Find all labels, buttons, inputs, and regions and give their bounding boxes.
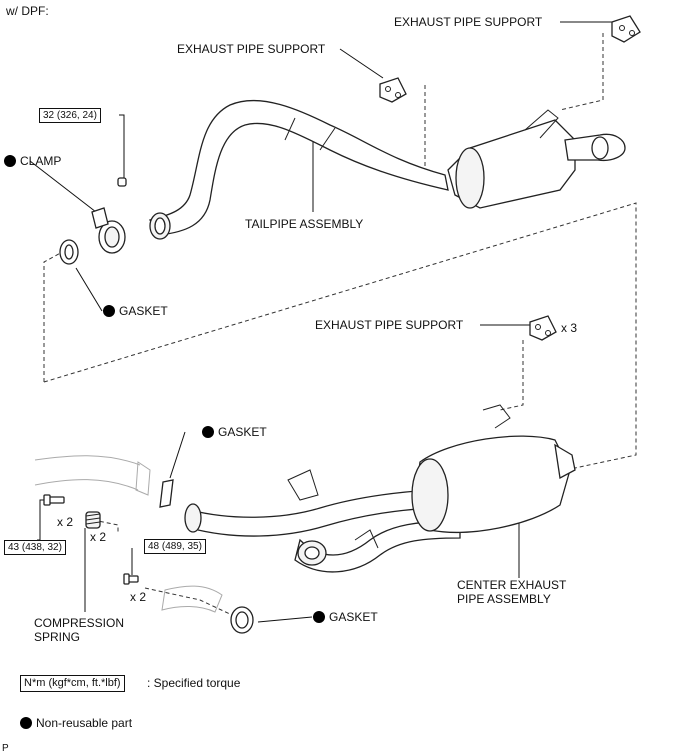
gasket-left-part [59,239,79,265]
tailpipe-assembly [148,99,626,240]
lower-bolt-part [123,573,139,585]
legend-torque-desc: : Specified torque [147,676,241,690]
label-center-pipe-line1: CENTER EXHAUST [457,578,567,592]
clamp-bolt [117,177,127,187]
support-mid-part [379,77,407,103]
compression-spring-part [85,511,101,529]
label-compression-line2: SPRING [34,630,81,644]
label-gasket-left: GASKET [103,304,168,318]
spring-qty: x 2 [90,530,107,544]
label-exhaust-support-top: EXHAUST PIPE SUPPORT [394,15,543,29]
gasket-lower-text: GASKET [329,610,378,624]
nonreusable-dot-icon [202,426,214,438]
torque-lower-bolt: 48 (489, 35) [144,539,206,554]
label-gasket-center: GASKET [202,425,267,439]
center-exhaust-pipe-assembly [184,404,576,573]
footer-code: P [2,743,9,754]
gasket-left-text: GASKET [119,304,168,318]
nonreusable-dot-icon [20,717,32,729]
support-qty: x 3 [561,321,578,335]
center-muffler-body [414,435,571,533]
clamp-part [91,177,127,254]
ghost-front-pipe [34,455,223,613]
torque-clamp-bolt: 32 (326, 24) [39,108,101,123]
flange-bolt-qty: x 2 [57,515,74,529]
label-exhaust-support-mid: EXHAUST PIPE SUPPORT [177,42,326,56]
label-center-pipe-line2: PIPE ASSEMBLY [457,592,551,606]
label-exhaust-support-lower: EXHAUST PIPE SUPPORT [315,318,464,332]
flange-bolt-part [43,494,65,506]
nonreusable-dot-icon [103,305,115,317]
label-gasket-lower: GASKET [313,610,378,624]
clamp-text: CLAMP [20,154,62,168]
gasket-center-text: GASKET [218,425,267,439]
gasket-center-part [159,479,174,508]
support-lower-part [529,315,557,341]
nonreusable-dot-icon [4,155,16,167]
support-top-part [611,15,641,43]
lower-bolt-qty: x 2 [130,590,147,604]
gasket-lower-part [230,606,254,634]
label-tailpipe-assembly: TAILPIPE ASSEMBLY [245,217,364,231]
variant-label: w/ DPF: [6,4,49,18]
legend-nonreusable: Non-reusable part [20,716,132,730]
label-compression-line1: COMPRESSION [34,616,125,630]
nonreusable-dot-icon [313,611,325,623]
label-clamp: CLAMP [4,154,61,168]
torque-flange-bolt: 43 (438, 32) [4,540,66,555]
legend-torque-unit: N*m (kgf*cm, ft.*lbf) [20,675,125,692]
leader-lines [29,21,612,623]
legend-nonreusable-text: Non-reusable part [36,716,133,730]
